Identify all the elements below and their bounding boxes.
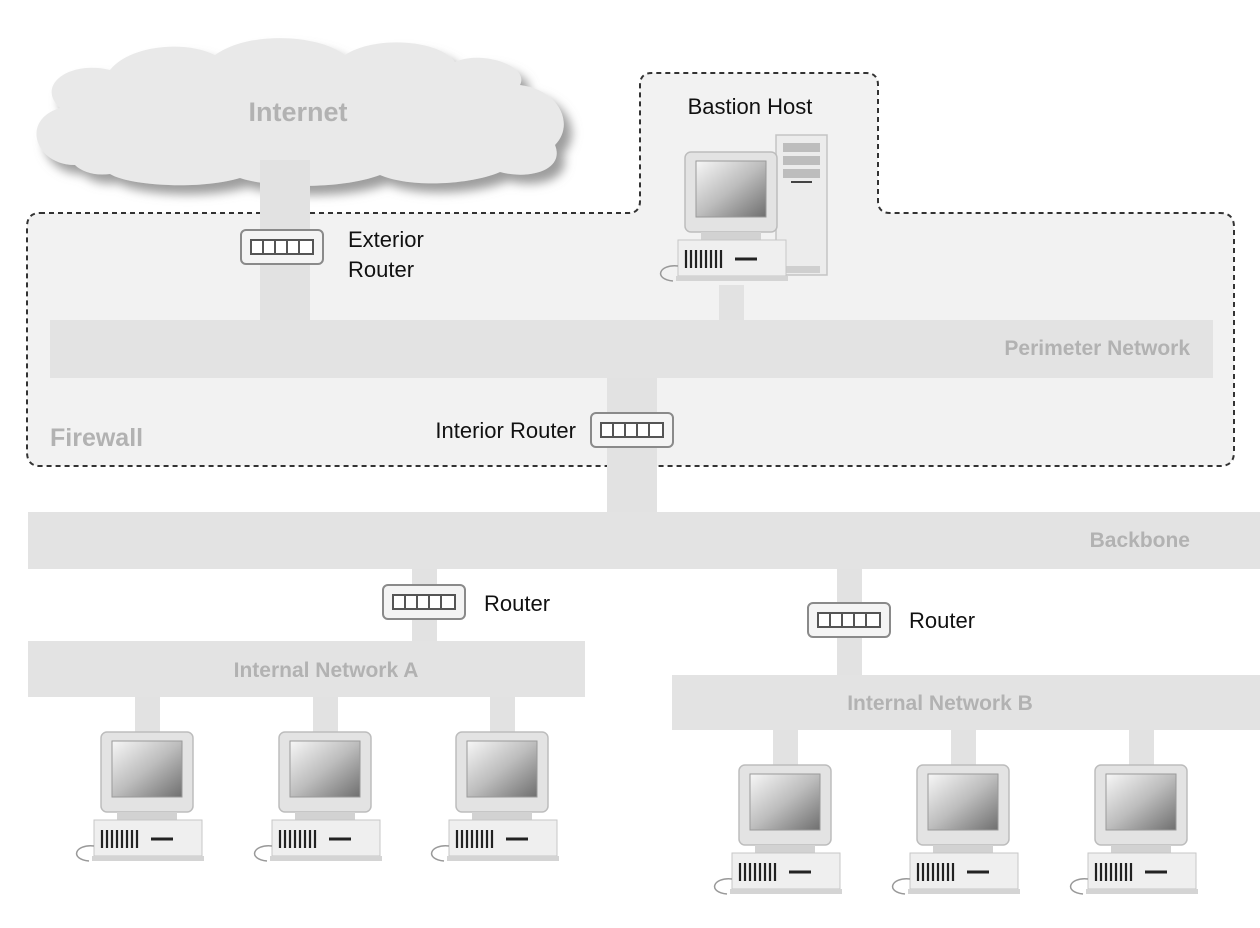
internal-network-a: Internal Network A	[28, 641, 585, 697]
internal-network-b: Internal Network B	[672, 675, 1260, 730]
router-icon	[590, 412, 674, 448]
exterior-router-label-line2: Router	[348, 257, 414, 282]
workstation-icon	[1069, 763, 1200, 896]
internal-network-a-label: Internal Network A	[234, 659, 419, 682]
router-icon	[382, 584, 466, 620]
backbone-label: Backbone	[1090, 529, 1190, 552]
perimeter-network-label: Perimeter Network	[1004, 337, 1190, 360]
interior-router-label: Interior Router	[435, 418, 576, 443]
router-icon	[807, 602, 891, 638]
exterior-router: Exterior Router	[240, 227, 424, 282]
bastion-host: Bastion Host	[659, 94, 828, 283]
workstation-icon	[253, 730, 384, 863]
interior-router: Interior Router	[435, 412, 674, 448]
internal-network-b-label: Internal Network B	[847, 692, 1033, 715]
router-icon	[240, 229, 324, 265]
perimeter-network: Perimeter Network	[50, 320, 1213, 378]
backbone-network: Backbone	[28, 512, 1260, 569]
internal-network-a-hosts	[75, 730, 561, 863]
exterior-router-label-line1: Exterior	[348, 227, 424, 252]
router-a-label: Router	[484, 591, 550, 616]
bastion-host-label: Bastion Host	[688, 94, 813, 119]
workstation-icon	[891, 763, 1022, 896]
workstation-icon	[713, 763, 844, 896]
router-b: Router	[807, 602, 975, 638]
firewall-label: Firewall	[50, 424, 143, 452]
internal-network-b-hosts	[713, 763, 1200, 896]
cloud-icon	[36, 38, 564, 186]
router-b-label: Router	[909, 608, 975, 633]
workstation-icon	[430, 730, 561, 863]
internet-label: Internet	[248, 97, 347, 127]
workstation-icon	[75, 730, 206, 863]
internet-cloud: Internet	[36, 38, 564, 186]
router-a: Router	[382, 584, 550, 620]
